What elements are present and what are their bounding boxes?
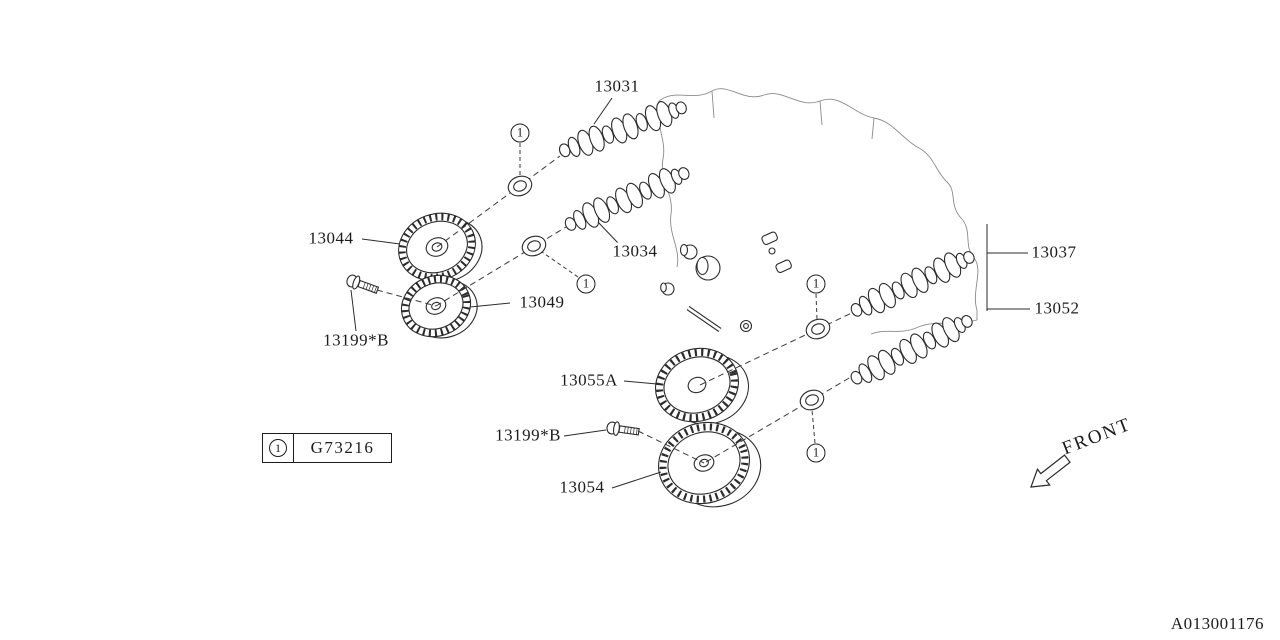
part-label-13049: 13049 <box>517 292 567 313</box>
part-label-13055A: 13055A <box>558 370 620 391</box>
oil-seal-4 <box>796 386 828 414</box>
bolt-13199B-left <box>344 272 381 298</box>
callout-marker-2: 1 <box>576 274 596 294</box>
part-label-13199B-center: 13199*B <box>493 425 563 446</box>
part-label-13052: 13052 <box>1032 298 1082 319</box>
callout-connectors <box>519 143 818 444</box>
part-label-13031: 13031 <box>592 76 642 97</box>
legend-part-number: G73216 <box>310 438 375 457</box>
legend-callout-marker: 1 <box>269 439 287 457</box>
callout-marker-4: 1 <box>806 443 826 463</box>
camshaft-13034 <box>560 159 695 239</box>
drawing-number: A013001176 <box>1170 614 1264 633</box>
oil-seal-3 <box>802 315 834 343</box>
camshaft-13031 <box>555 93 691 165</box>
leader-lines <box>350 97 1030 489</box>
part-label-13054: 13054 <box>557 477 607 498</box>
sprocket-13055A <box>654 347 749 425</box>
part-label-13044: 13044 <box>306 228 356 249</box>
part-label-13199B-left: 13199*B <box>321 330 391 351</box>
assembly-axis-lines <box>376 155 859 464</box>
engine-block-outline <box>657 88 979 335</box>
callout-marker-1: 1 <box>510 123 530 143</box>
callout-marker-3: 1 <box>806 274 826 294</box>
part-label-13037: 13037 <box>1029 242 1079 263</box>
camshaft-13052 <box>845 307 978 393</box>
sprocket-13054 <box>657 421 762 508</box>
part-label-13034: 13034 <box>610 241 660 262</box>
tensioner-and-plug-parts <box>660 231 792 333</box>
oil-seal-1 <box>504 172 536 200</box>
oil-seal-2 <box>518 232 550 260</box>
bolt-13199B-center <box>605 420 641 440</box>
camshaft-13037 <box>845 243 980 325</box>
front-arrow <box>1030 454 1071 488</box>
legend-marker-cell: 1 <box>263 434 294 462</box>
legend-box: 1 G73216 <box>262 433 392 463</box>
